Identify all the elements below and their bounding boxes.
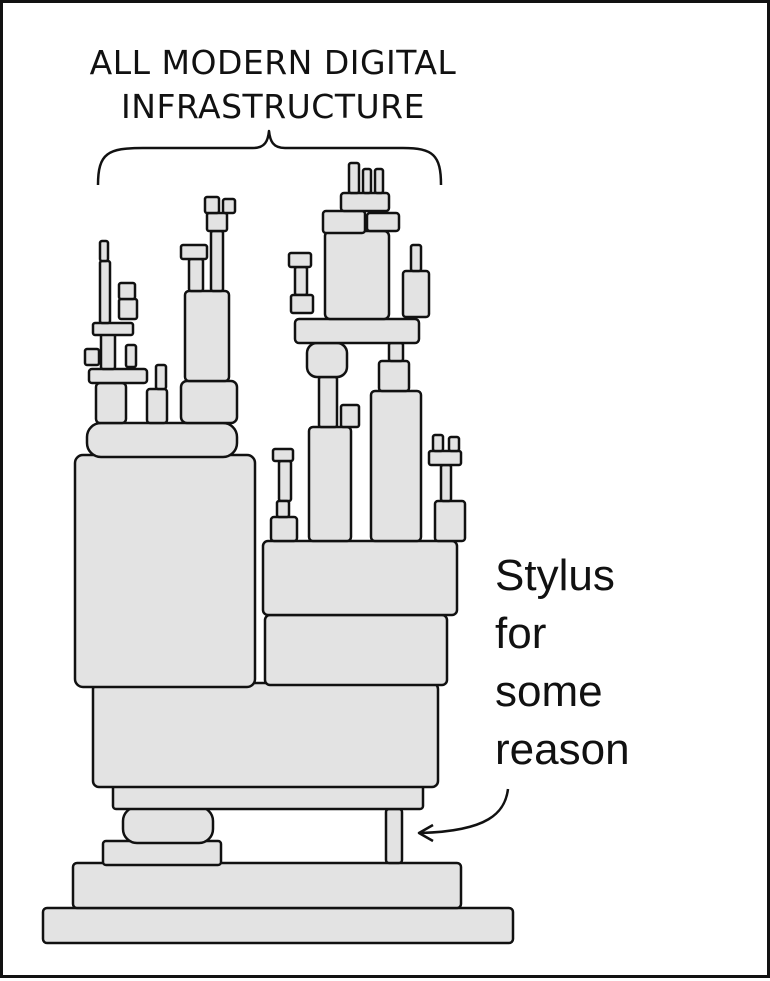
mid-left-stem [187, 257, 205, 293]
annotation-line-4: reason [495, 725, 630, 774]
left-post-b [98, 259, 112, 325]
top-cube-lid [321, 209, 367, 235]
mid-left-cap [179, 243, 209, 261]
column-d-stub [387, 341, 405, 363]
mid-left-head-c [221, 197, 237, 215]
top-cube-riser [339, 191, 391, 213]
mid-left-pole [209, 229, 225, 293]
annotation-arrow [420, 788, 510, 835]
peg-right-a-mid [275, 499, 291, 519]
arrow-head [417, 823, 434, 843]
top-cube [323, 229, 391, 321]
support-slab [111, 783, 425, 811]
column-d-top [377, 359, 411, 393]
left-nub-b [124, 343, 138, 369]
top-shelf [293, 317, 421, 345]
round-node [305, 341, 349, 379]
left-peg-a [145, 387, 169, 425]
column-c [307, 425, 353, 543]
stylus-annotation: Stylus for some reason [495, 547, 735, 779]
top-prong-b [361, 167, 373, 195]
column-c-top [317, 375, 339, 429]
peg-right-b-base [433, 499, 467, 543]
annotation-line-1: Stylus [495, 551, 615, 600]
left-bar [91, 321, 135, 337]
column-c-cap [339, 403, 361, 429]
left-shelf [87, 367, 149, 385]
column-d [369, 389, 423, 543]
lower-slab [71, 861, 463, 910]
big-left-block [73, 453, 257, 689]
peg-right-b-head [427, 449, 463, 467]
curly-brace [96, 129, 443, 186]
heading-line-1: ALL MODERN DIGITAL [89, 43, 457, 82]
block-tower-illustration [41, 129, 515, 945]
right-small-post [401, 269, 431, 319]
left-tip [98, 239, 110, 263]
left-peg-b [154, 363, 168, 391]
peg-right-a [277, 459, 293, 503]
left-box-b [117, 281, 137, 301]
top-prong-a [347, 161, 361, 195]
mid-left-cube [179, 379, 239, 425]
right-upper-block [261, 539, 459, 617]
peg-right-b-nub-b [447, 435, 461, 453]
peg-right-a-base [269, 515, 299, 543]
stylus-block [384, 807, 404, 865]
left-cube-a [94, 381, 128, 425]
wide-block [91, 681, 440, 789]
peg-right-b [439, 463, 453, 503]
base-slab [41, 906, 515, 945]
mid-left-column [183, 289, 231, 383]
peg-right-a-top [271, 447, 295, 463]
left-small-post [293, 265, 309, 297]
left-small-post-base [289, 293, 315, 315]
right-small-post-tip [409, 243, 423, 273]
left-cap [85, 421, 239, 459]
peg-right-b-nub-a [431, 433, 445, 453]
mid-left-head-a [205, 211, 229, 233]
step-block [101, 839, 223, 867]
annotation-line-3: some [495, 667, 603, 716]
top-prong-c [373, 167, 385, 195]
left-nub-a [83, 347, 101, 367]
right-lower-block [263, 613, 449, 687]
heading-line-2: INFRASTRUCTURE [121, 87, 425, 126]
heading-label: ALL MODERN DIGITAL INFRASTRUCTURE [63, 41, 483, 129]
annotation-line-2: for [495, 609, 547, 658]
top-cube-lid-b [365, 211, 401, 233]
left-box-a [117, 297, 139, 321]
left-post-a [99, 331, 117, 371]
mid-left-head-b [203, 195, 221, 215]
left-small-post-cap [287, 251, 313, 269]
round-block [121, 805, 215, 845]
